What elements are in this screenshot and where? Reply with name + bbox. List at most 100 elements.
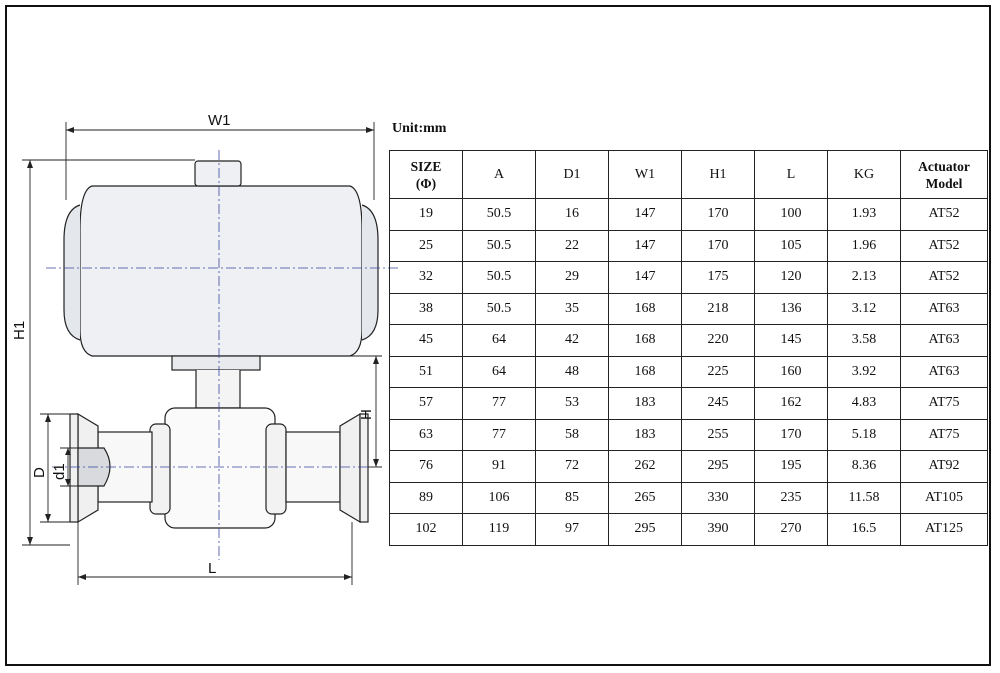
cell-actuator-model: AT63 — [900, 355, 988, 388]
cell-a: 50.5 — [462, 292, 536, 325]
cell-l: 100 — [754, 198, 828, 231]
label-l: L — [208, 560, 216, 577]
label-h1: H1 — [11, 321, 28, 340]
cell-size: 63 — [389, 418, 463, 451]
cell-size: 51 — [389, 355, 463, 388]
cell-h1: 390 — [681, 513, 755, 546]
cell-h1: 170 — [681, 198, 755, 231]
cell-w1: 183 — [608, 387, 682, 420]
cell-l: 145 — [754, 324, 828, 357]
cell-actuator-model: AT52 — [900, 229, 988, 262]
cell-actuator-model: AT75 — [900, 418, 988, 451]
cell-size: 102 — [389, 513, 463, 546]
actuator-right-cap — [361, 204, 379, 341]
cell-actuator-model: AT63 — [900, 324, 988, 357]
cell-h1: 255 — [681, 418, 755, 451]
cell-h1: 330 — [681, 481, 755, 514]
header-kg: KG — [827, 150, 901, 199]
cell-actuator-model: AT105 — [900, 481, 988, 514]
cell-kg: 3.12 — [827, 292, 901, 325]
cell-size: 76 — [389, 450, 463, 483]
cell-h1: 218 — [681, 292, 755, 325]
cell-d1: 48 — [535, 355, 609, 388]
cell-w1: 183 — [608, 418, 682, 451]
cell-l: 170 — [754, 418, 828, 451]
cell-w1: 295 — [608, 513, 682, 546]
cell-h1: 295 — [681, 450, 755, 483]
cell-kg: 11.58 — [827, 481, 901, 514]
cell-kg: 16.5 — [827, 513, 901, 546]
cell-h1: 170 — [681, 229, 755, 262]
valve-stem — [195, 370, 241, 409]
label-h: H — [358, 409, 375, 420]
cell-a: 50.5 — [462, 198, 536, 231]
cell-w1: 168 — [608, 324, 682, 357]
cell-kg: 5.18 — [827, 418, 901, 451]
cell-w1: 265 — [608, 481, 682, 514]
cell-w1: 262 — [608, 450, 682, 483]
cell-d1: 22 — [535, 229, 609, 262]
valve-nut-right — [265, 423, 287, 515]
outer-frame — [5, 5, 991, 666]
cell-size: 89 — [389, 481, 463, 514]
cell-a: 64 — [462, 324, 536, 357]
cell-actuator-model: AT92 — [900, 450, 988, 483]
cell-h1: 220 — [681, 324, 755, 357]
cell-actuator-model: AT52 — [900, 261, 988, 294]
cell-w1: 147 — [608, 198, 682, 231]
ferrule-right-face — [359, 413, 369, 523]
cell-d1: 58 — [535, 418, 609, 451]
mounting-bracket — [171, 355, 261, 371]
cell-size: 25 — [389, 229, 463, 262]
cell-a: 119 — [462, 513, 536, 546]
cell-size: 38 — [389, 292, 463, 325]
cell-a: 91 — [462, 450, 536, 483]
cell-kg: 3.58 — [827, 324, 901, 357]
cell-d1: 85 — [535, 481, 609, 514]
ferrule-left-face — [69, 413, 79, 523]
cell-w1: 147 — [608, 261, 682, 294]
header-a: A — [462, 150, 536, 199]
cell-actuator-model: AT52 — [900, 198, 988, 231]
cell-d1: 35 — [535, 292, 609, 325]
cell-kg: 4.83 — [827, 387, 901, 420]
header-d1: D1 — [535, 150, 609, 199]
cell-d1: 29 — [535, 261, 609, 294]
cell-h1: 175 — [681, 261, 755, 294]
cell-l: 160 — [754, 355, 828, 388]
valve-nut-left — [149, 423, 171, 515]
cell-a: 50.5 — [462, 229, 536, 262]
cell-w1: 168 — [608, 355, 682, 388]
cell-a: 77 — [462, 418, 536, 451]
cell-a: 64 — [462, 355, 536, 388]
label-d: D — [31, 467, 48, 478]
cell-size: 32 — [389, 261, 463, 294]
cell-l: 120 — [754, 261, 828, 294]
label-d1: d1 — [51, 463, 68, 480]
cell-kg: 1.96 — [827, 229, 901, 262]
cell-d1: 53 — [535, 387, 609, 420]
actuator-left-cap — [63, 204, 81, 341]
cell-kg: 2.13 — [827, 261, 901, 294]
cell-l: 162 — [754, 387, 828, 420]
cell-l: 235 — [754, 481, 828, 514]
cell-d1: 97 — [535, 513, 609, 546]
header-h1: H1 — [681, 150, 755, 199]
ferrule-right — [339, 412, 361, 524]
cell-actuator-model: AT63 — [900, 292, 988, 325]
cell-l: 195 — [754, 450, 828, 483]
cell-size: 45 — [389, 324, 463, 357]
valve-body — [164, 407, 276, 529]
